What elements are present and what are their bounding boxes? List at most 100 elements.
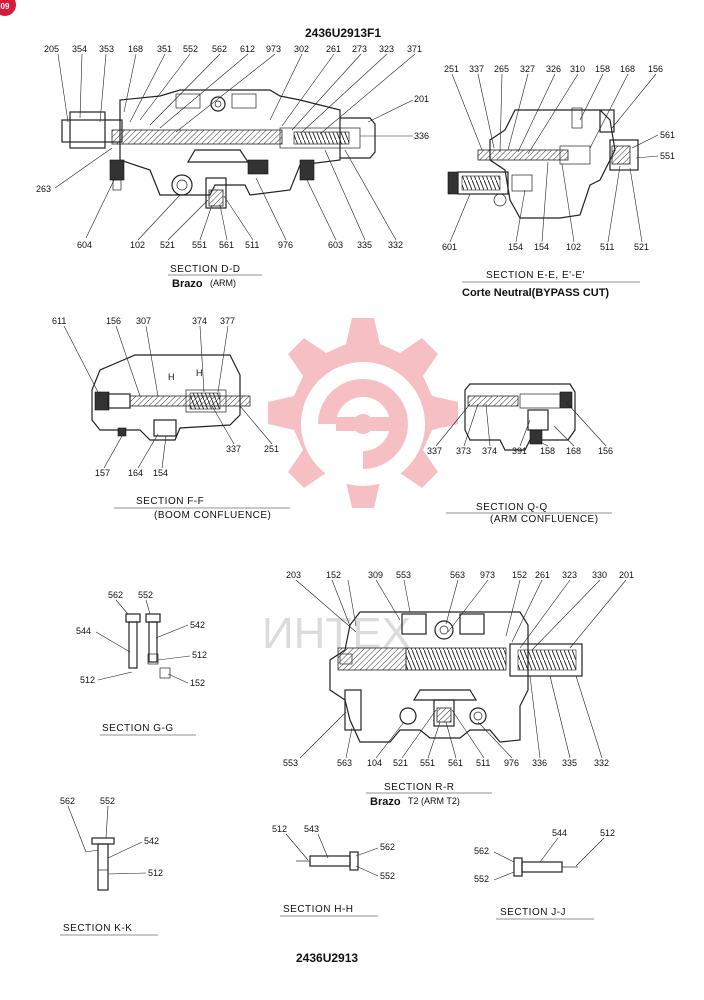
leader-line: [137, 433, 159, 469]
leader-line: [103, 435, 123, 469]
part-callout-label: 373: [456, 446, 471, 456]
leader-line: [301, 53, 388, 133]
section-rr-title: SECTION R-R: [384, 782, 455, 793]
leader-line: [575, 675, 603, 759]
part-callout-label: 168: [128, 44, 143, 54]
part-callout-label: 604: [77, 240, 92, 250]
watermark-gear-logo: [268, 318, 458, 508]
part-callout-label: 332: [388, 240, 403, 250]
part-callout-label: 551: [192, 240, 207, 250]
section-qq-caption: SECTION Q-Q (ARM CONFLUENCE): [446, 502, 612, 525]
leader-line: [67, 805, 87, 853]
leader-line: [451, 709, 485, 759]
section-rr-drawing: [329, 611, 583, 743]
leader-line: [85, 177, 116, 239]
section-kk-caption: SECTION K-K: [60, 923, 158, 936]
part-callout-label: 265: [494, 64, 509, 74]
leader-line: [517, 73, 556, 153]
part-callout-label: 512: [600, 828, 615, 838]
part-callout-label: 561: [448, 758, 463, 768]
part-callout-label: 562: [380, 842, 395, 852]
leader-line: [199, 204, 213, 241]
part-callout-label: 307: [136, 316, 151, 326]
part-callout-label: 157: [95, 468, 110, 478]
leader-line: [199, 325, 205, 393]
part-callout-label: 302: [294, 44, 309, 54]
part-callout-label: 511: [600, 242, 614, 252]
part-callout-label: 310: [570, 64, 585, 74]
section-kk-drawing: [91, 837, 115, 891]
leader-line: [445, 579, 459, 625]
leader-line: [519, 419, 531, 447]
leader-line: [519, 579, 571, 649]
leader-line: [589, 73, 629, 149]
section-dd-subtitle-small: (ARM): [210, 278, 236, 288]
leader-line: [447, 579, 489, 633]
leader-line: [115, 599, 129, 615]
part-callout-label: 353: [99, 44, 114, 54]
leader-line: [367, 99, 414, 123]
section-ee-subtitle: Corte Neutral(BYPASS CUT): [462, 287, 609, 299]
leader-line: [607, 165, 621, 243]
leader-line: [629, 167, 643, 243]
part-callout-label: 543: [304, 824, 319, 834]
leader-line: [515, 189, 526, 243]
part-callout-label: 152: [326, 570, 341, 580]
leader-line: [505, 579, 521, 637]
part-callout-label: 156: [106, 316, 121, 326]
part-callout-label: 511: [476, 758, 490, 768]
leader-line: [539, 837, 559, 863]
part-callout-label: 521: [634, 242, 649, 252]
section-gg-callouts: 562 552 544 542 512 512 152: [76, 590, 207, 688]
part-callout-label: 323: [379, 44, 394, 54]
part-callout-label: 552: [100, 796, 115, 806]
section-dd-title: SECTION D-D: [170, 264, 241, 275]
part-callout-label: 544: [552, 828, 567, 838]
leader-line: [139, 53, 191, 121]
part-callout-label: 521: [160, 240, 175, 250]
section-gg-title: SECTION G-G: [102, 723, 174, 734]
leader-line: [107, 841, 143, 859]
leader-line: [269, 53, 303, 121]
leader-line: [451, 73, 483, 151]
leader-line: [485, 403, 491, 447]
leader-line: [281, 53, 335, 127]
leader-line: [157, 655, 191, 661]
leader-line: [107, 872, 147, 875]
leader-line: [477, 73, 495, 149]
leader-line: [401, 709, 437, 759]
part-callout-label: 336: [532, 758, 547, 768]
leader-line: [123, 53, 137, 113]
part-callout-label: 263: [36, 184, 51, 194]
leader-line: [569, 579, 627, 649]
section-gg-caption: SECTION G-G: [100, 723, 196, 736]
section-rr-subtitle: Brazo: [370, 796, 401, 808]
section-rr-subtitle-small: T2 (ARM T2): [408, 796, 460, 806]
part-callout-label: 603: [328, 240, 343, 250]
part-callout-label: 512: [272, 824, 287, 834]
leader-line: [159, 53, 249, 129]
leader-line: [54, 147, 113, 189]
part-callout-label: 552: [183, 44, 198, 54]
section-rr-callouts: 203 152 309 553 563 973 152 261 323 330 …: [283, 570, 634, 768]
part-callout-label: 203: [286, 570, 301, 580]
part-callout-label: 330: [592, 570, 607, 580]
part-callout-label: 391: [512, 446, 527, 456]
leader-line: [105, 805, 109, 839]
leader-line: [63, 325, 101, 397]
part-callout-label: 152: [512, 570, 527, 580]
leader-line: [149, 53, 221, 126]
section-rr-caption: SECTION R-R Brazo T2 (ARM T2): [366, 782, 492, 808]
section-hh-callouts: 512 543 562 552: [272, 824, 395, 881]
section-hh-drawing: [296, 851, 359, 871]
part-callout-label: 154: [534, 242, 549, 252]
section-qq-title: SECTION Q-Q: [476, 502, 548, 513]
part-callout-label: 553: [283, 758, 298, 768]
leader-line: [211, 405, 235, 445]
leader-line: [145, 325, 159, 397]
leader-line: [355, 847, 379, 857]
part-callout-label: 102: [130, 240, 145, 250]
leader-line: [531, 579, 601, 651]
part-callout-label: 261: [535, 570, 550, 580]
leader-line: [331, 579, 351, 627]
